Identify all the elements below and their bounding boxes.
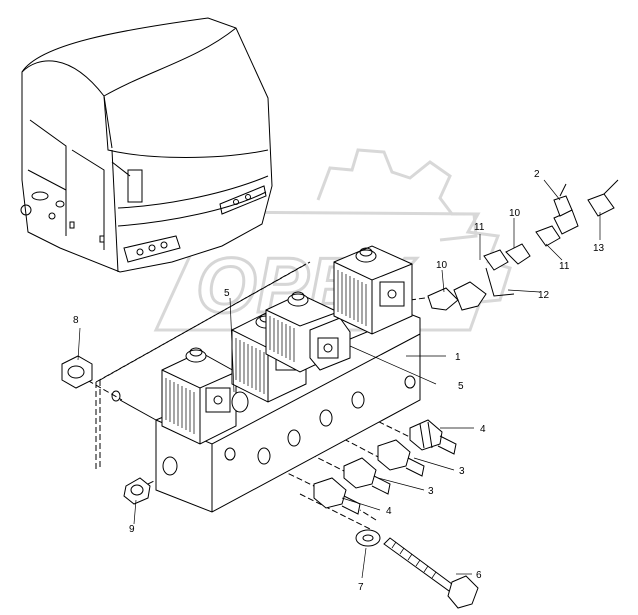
callout-3-upper: 3: [459, 466, 465, 477]
fitting-3-lower: [343, 457, 391, 495]
fitting-3-upper: [377, 439, 425, 477]
solenoid-valve-front: [161, 347, 249, 445]
connector-10-right: [505, 243, 531, 265]
leader-lines: [77, 179, 601, 579]
callout-9: 9: [129, 524, 135, 535]
callout-5-right: 5: [458, 381, 464, 392]
callout-10-right: 10: [509, 208, 521, 219]
callout-11-right: 11: [559, 261, 570, 272]
solenoid-valve-rear-right: [333, 245, 413, 335]
callout-6: 6: [476, 570, 482, 581]
callout-5-left: 5: [224, 288, 230, 299]
bolt-6: [383, 537, 479, 609]
callout-1: 1: [455, 352, 461, 363]
solenoid-valve-rear-left: [265, 291, 351, 373]
callout-13: 13: [593, 243, 605, 254]
sensor-2: [553, 183, 573, 217]
bus-illustration: [20, 17, 273, 273]
fitting-4-lower: [313, 477, 361, 515]
callout-8: 8: [73, 315, 79, 326]
hose-end-13: [587, 179, 619, 217]
fitting-4-upper: [409, 419, 457, 455]
callout-12: 12: [538, 290, 550, 301]
plug-8: [61, 355, 93, 389]
callout-2: 2: [534, 169, 540, 180]
callout-7: 7: [358, 582, 364, 593]
connector-10-left: [427, 287, 459, 311]
callout-11-left: 11: [474, 222, 485, 233]
bus-headlights: [123, 185, 267, 263]
plug-9: [123, 477, 151, 505]
callout-3-lower: 3: [428, 486, 434, 497]
elbow-fitting-12: [453, 249, 515, 311]
callouts: 1 2 3 3 4 4 5 5 6 7 8 9 10 10 11 11 12 1…: [73, 169, 605, 593]
washer-7: [355, 529, 381, 547]
bus-mirror: [111, 161, 143, 203]
callout-10-left: 10: [436, 260, 448, 271]
callout-4-lower: 4: [386, 506, 392, 517]
tee-fitting-11: [535, 209, 579, 247]
callout-4-upper: 4: [480, 424, 486, 435]
